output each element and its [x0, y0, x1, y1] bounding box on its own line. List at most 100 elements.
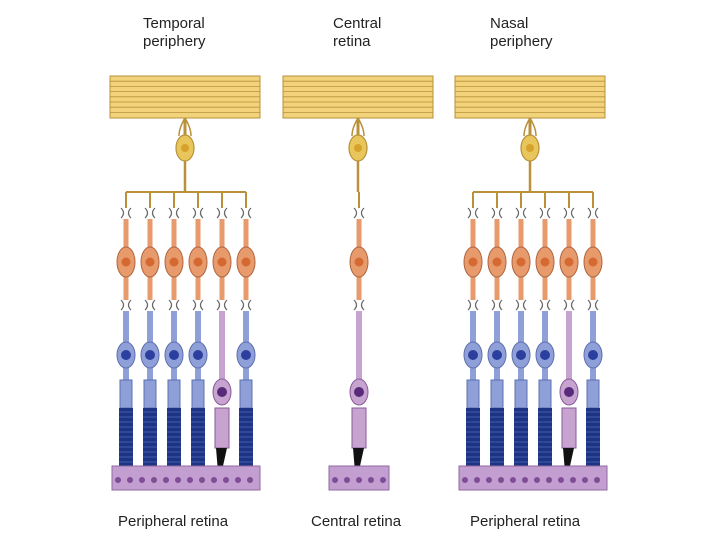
synapse [467, 207, 479, 219]
rod-inner-segment [586, 379, 600, 409]
rod-inner-segment [143, 379, 157, 409]
rod-outer-segment [191, 408, 205, 470]
rod-inner-segment [466, 379, 480, 409]
synapse [515, 299, 527, 311]
cone-nucleus [217, 387, 227, 397]
synapse [539, 207, 551, 219]
rod-outer-segment [466, 408, 480, 470]
synapse [587, 299, 599, 311]
bipolar-nucleus [564, 257, 574, 267]
ganglion-nucleus [526, 144, 534, 152]
cone-nucleus [354, 387, 364, 397]
pigment-cell [151, 477, 157, 483]
rod-column [535, 192, 555, 470]
pigment-cell [546, 477, 552, 483]
pigment-cell [570, 477, 576, 483]
ganglion-axon-branch [178, 117, 192, 137]
rod-inner-segment [191, 379, 205, 409]
rod-outer-segment [490, 408, 504, 470]
synapse [168, 299, 180, 311]
cone-column [212, 192, 232, 484]
bipolar-nucleus [492, 257, 502, 267]
nasal-periphery-panel [454, 75, 608, 491]
cone-inner-segment [561, 407, 577, 449]
pigment-cell [510, 477, 516, 483]
synapse [515, 207, 527, 219]
pigment-cell [582, 477, 588, 483]
bipolar-nucleus [193, 257, 203, 267]
pigment-cell [139, 477, 145, 483]
cone-column [559, 192, 579, 484]
synapse [563, 299, 575, 311]
cone-column [349, 192, 369, 484]
rod-nucleus [169, 350, 179, 360]
pigment-cell [558, 477, 564, 483]
ganglion-axon-branch [523, 117, 537, 137]
rod-inner-segment [239, 379, 253, 409]
synapse [240, 299, 252, 311]
synapse [120, 299, 132, 311]
pigment-cell [486, 477, 492, 483]
right-peripheral-retina-label: Peripheral retina [470, 513, 581, 530]
pigment-cell [223, 477, 229, 483]
bipolar-nucleus [468, 257, 478, 267]
rod-column [188, 192, 208, 470]
bipolar-nucleus [145, 257, 155, 267]
synapse [192, 299, 204, 311]
ganglion-nucleus [181, 144, 189, 152]
pigment-cell [356, 477, 362, 483]
bipolar-nucleus [540, 257, 550, 267]
pigment-epithelium [111, 465, 261, 491]
cone-inner-segment [214, 407, 230, 449]
rod-inner-segment [514, 379, 528, 409]
pigment-cell [127, 477, 133, 483]
pigment-cell [247, 477, 253, 483]
pigment-cell [163, 477, 169, 483]
rod-outer-segment [143, 408, 157, 470]
pigment-cell [235, 477, 241, 483]
pigment-cell [187, 477, 193, 483]
pigment-cell [344, 477, 350, 483]
pigment-cell [498, 477, 504, 483]
central-retina-panel [282, 75, 434, 491]
temporal-periphery-panel [109, 75, 261, 491]
rod-outer-segment [538, 408, 552, 470]
rod-outer-segment [167, 408, 181, 470]
pigment-cell [332, 477, 338, 483]
pigment-cell [380, 477, 386, 483]
rod-column [116, 192, 136, 470]
synapse [353, 299, 365, 311]
rod-column [511, 192, 531, 470]
pigment-cell [462, 477, 468, 483]
rod-column [583, 192, 603, 470]
cone-nucleus [564, 387, 574, 397]
synapse [144, 299, 156, 311]
rod-inner-segment [490, 379, 504, 409]
synapse [467, 299, 479, 311]
rod-outer-segment [514, 408, 528, 470]
rod-column [140, 192, 160, 470]
synapse [539, 299, 551, 311]
rod-column [164, 192, 184, 470]
cone-inner-segment [351, 407, 367, 449]
pigment-cell [115, 477, 121, 483]
rod-outer-segment [586, 408, 600, 470]
rod-nucleus [193, 350, 203, 360]
nasal-periphery-label: Nasal periphery [490, 15, 553, 50]
rod-nucleus [468, 350, 478, 360]
synapse [240, 207, 252, 219]
synapse [587, 207, 599, 219]
ganglion-axon-branch [351, 117, 365, 137]
bipolar-nucleus [217, 257, 227, 267]
synapse [168, 207, 180, 219]
pigment-cell [474, 477, 480, 483]
synapse [216, 207, 228, 219]
rod-nucleus [540, 350, 550, 360]
pigment-cell [175, 477, 181, 483]
rod-nucleus [588, 350, 598, 360]
rod-nucleus [121, 350, 131, 360]
rod-outer-segment [239, 408, 253, 470]
bipolar-nucleus [241, 257, 251, 267]
rod-nucleus [492, 350, 502, 360]
